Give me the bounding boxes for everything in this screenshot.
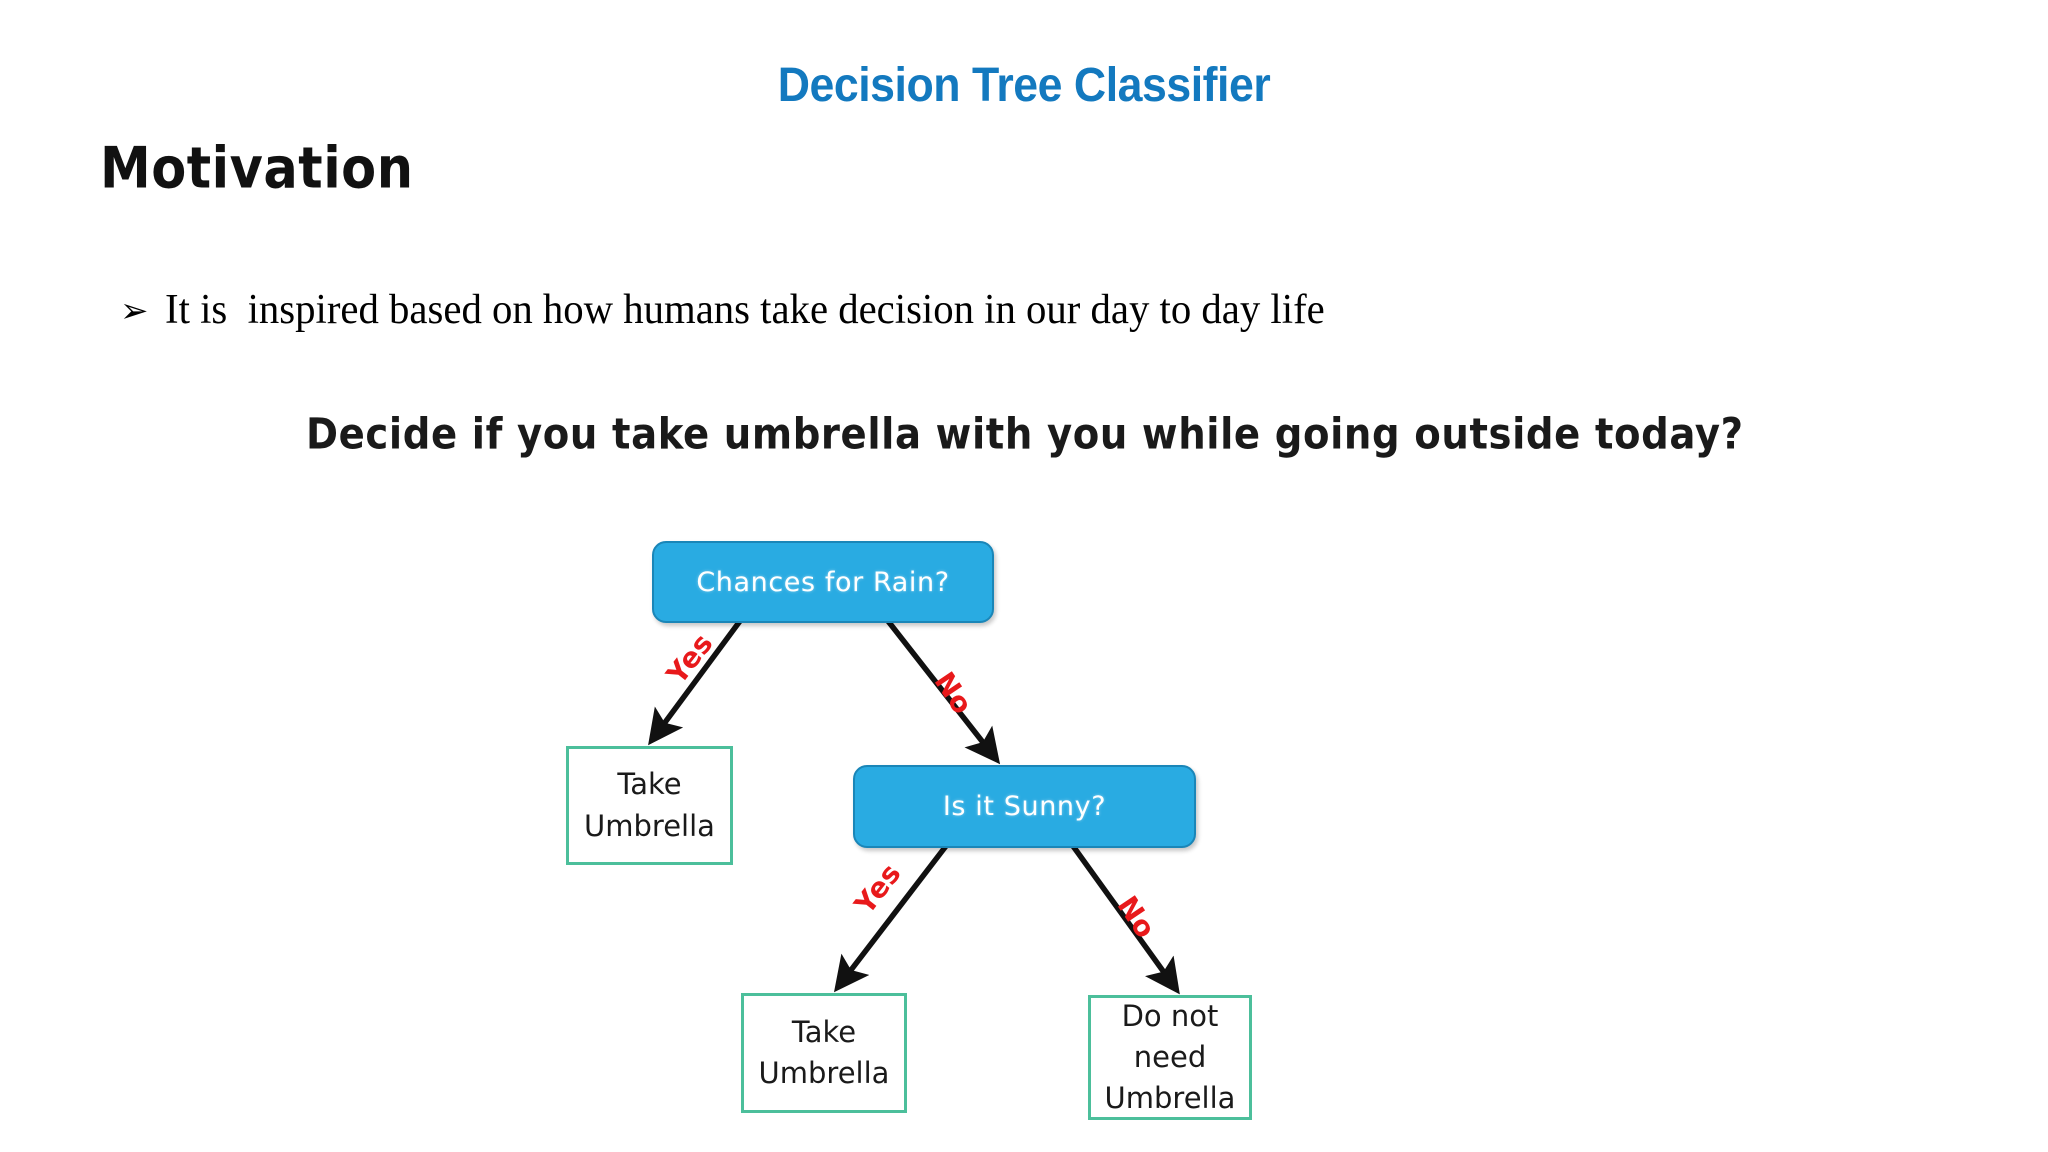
- tree-leaf-do-not-need-umbrella[interactable]: Do not need Umbrella: [1088, 995, 1252, 1120]
- arrow-bullet-icon: ➢: [120, 291, 149, 331]
- tree-node-is-it-sunny[interactable]: Is it Sunny?: [853, 765, 1196, 848]
- tree-leaf-line: need: [1133, 1039, 1207, 1074]
- tree-leaf-line: Umbrella: [758, 1056, 890, 1090]
- tree-leaf-line: Do not: [1121, 998, 1219, 1033]
- edge-label-no-rain: No: [927, 666, 980, 721]
- question-prompt: Decide if you take umbrella with you whi…: [306, 410, 1744, 460]
- edge-label-yes-sunny: Yes: [848, 857, 908, 921]
- page-title: Decision Tree Classifier: [777, 59, 1271, 112]
- tree-node-chances-for-rain[interactable]: Chances for Rain?: [652, 541, 994, 623]
- bullet-list-item: ➢ It is inspired based on how humans tak…: [120, 288, 1360, 332]
- bullet-text: It is inspired based on how humans take …: [164, 287, 1325, 333]
- section-heading: Motivation: [100, 136, 414, 203]
- tree-node-label: Is it Sunny?: [942, 791, 1107, 822]
- tree-leaf-line: Take: [617, 767, 682, 802]
- tree-leaf-line: Umbrella: [584, 808, 715, 843]
- tree-leaf-line: Take: [791, 1014, 857, 1049]
- edge-label-yes-rain: Yes: [660, 627, 720, 691]
- tree-leaf-take-umbrella-1[interactable]: Take Umbrella: [566, 746, 733, 865]
- edge-label-no-sunny: No: [1110, 890, 1163, 945]
- tree-leaf-take-umbrella-2[interactable]: Take Umbrella: [741, 993, 907, 1113]
- tree-leaf-line: Umbrella: [1104, 1081, 1236, 1116]
- tree-node-label: Chances for Rain?: [696, 566, 950, 598]
